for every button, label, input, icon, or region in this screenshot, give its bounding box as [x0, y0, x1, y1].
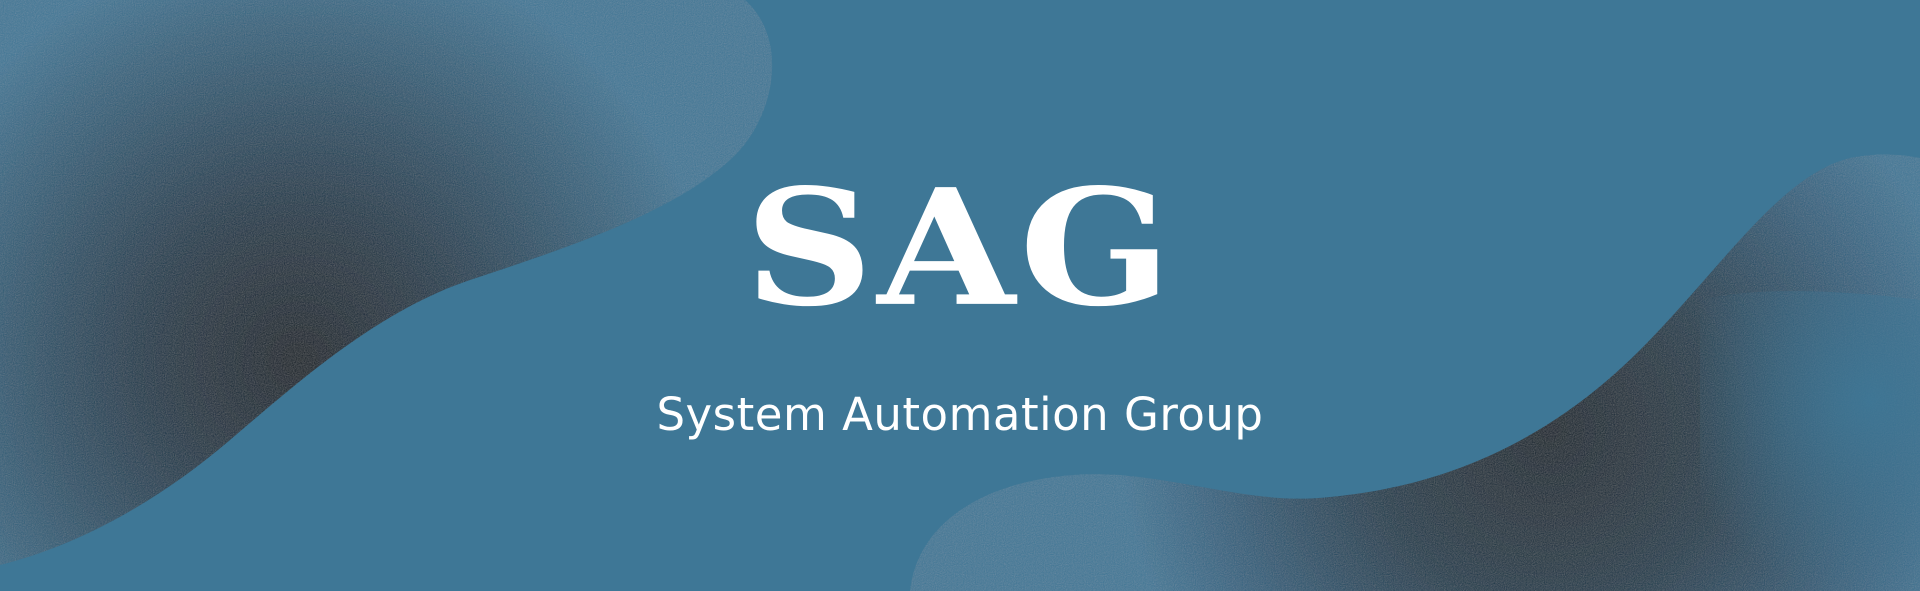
tagline: System Automation Group — [656, 388, 1264, 441]
logo-wordmark: SAG — [744, 153, 1176, 342]
right-wave-shape — [910, 154, 1920, 591]
left-wave-shape — [0, 0, 773, 565]
